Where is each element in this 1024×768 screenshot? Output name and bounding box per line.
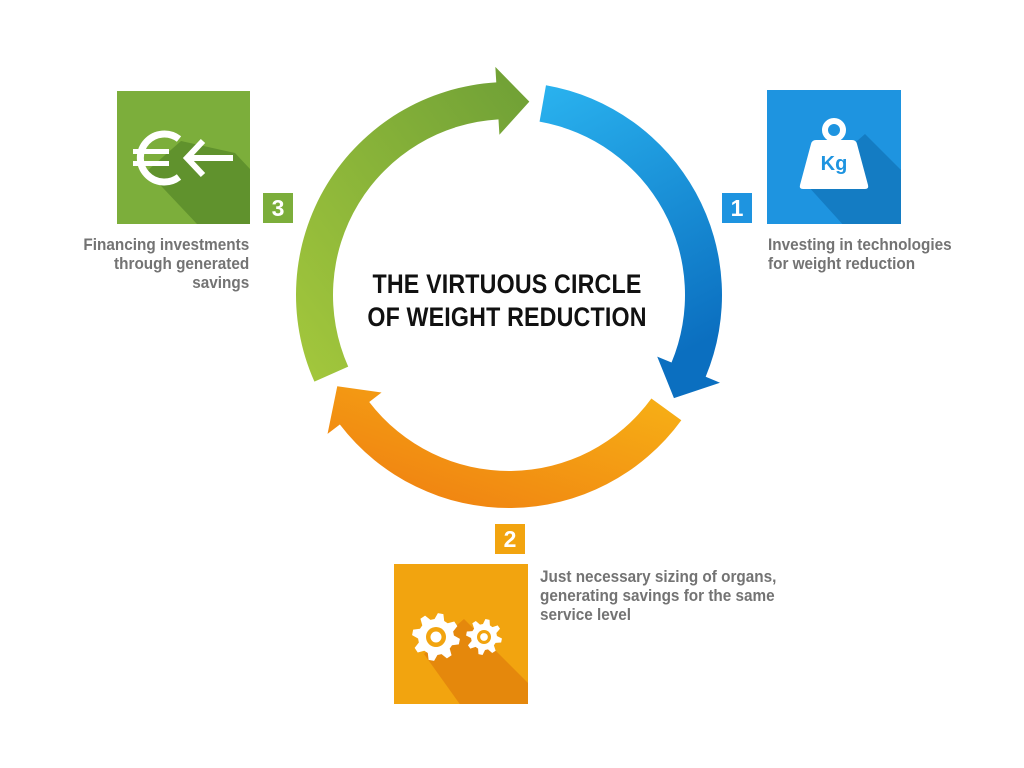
- arrow-segment-2-orange: [327, 386, 682, 508]
- weight-kg-icon: Kg: [799, 118, 901, 224]
- step-1-caption-line: for weight reduction: [768, 254, 916, 273]
- step-3-caption: Financing investments through generated …: [83, 235, 249, 292]
- step-1-caption: Investing in technologies for weight red…: [768, 235, 952, 273]
- step-1-tile: Kg: [767, 90, 901, 224]
- gears-icon: [412, 613, 528, 704]
- step-1-caption-line: Investing in technologies: [768, 235, 952, 254]
- step-3-caption-line: Financing investments: [83, 235, 249, 254]
- diagram-title-line-1: THE VIRTUOUS CIRCLE: [372, 269, 642, 299]
- step-2-badge: 2: [495, 524, 525, 554]
- diagram-title-line-2: OF WEIGHT REDUCTION: [367, 302, 647, 332]
- step-3-badge: 3: [263, 193, 293, 223]
- step-3-caption-line: savings: [192, 273, 249, 292]
- step-2-caption-line: service level: [540, 605, 632, 624]
- step-3-tile: [117, 91, 250, 224]
- euro-arrow-icon: [133, 130, 250, 224]
- step-3-caption-line: through generated: [113, 254, 249, 273]
- step-2-caption: Just necessary sizing of organs, generat…: [540, 567, 776, 624]
- diagram-title: THE VIRTUOUS CIRCLE OF WEIGHT REDUCTION: [365, 268, 649, 334]
- step-1-badge: 1: [722, 193, 752, 223]
- step-2-tile: [394, 564, 528, 704]
- step-2-caption-line: generating savings for the same: [540, 586, 775, 605]
- arrow-segment-1-blue: [539, 85, 722, 399]
- arrow-segment-3-green: [296, 66, 530, 382]
- kg-label: Kg: [821, 153, 848, 175]
- step-2-caption-line: Just necessary sizing of organs,: [540, 567, 777, 586]
